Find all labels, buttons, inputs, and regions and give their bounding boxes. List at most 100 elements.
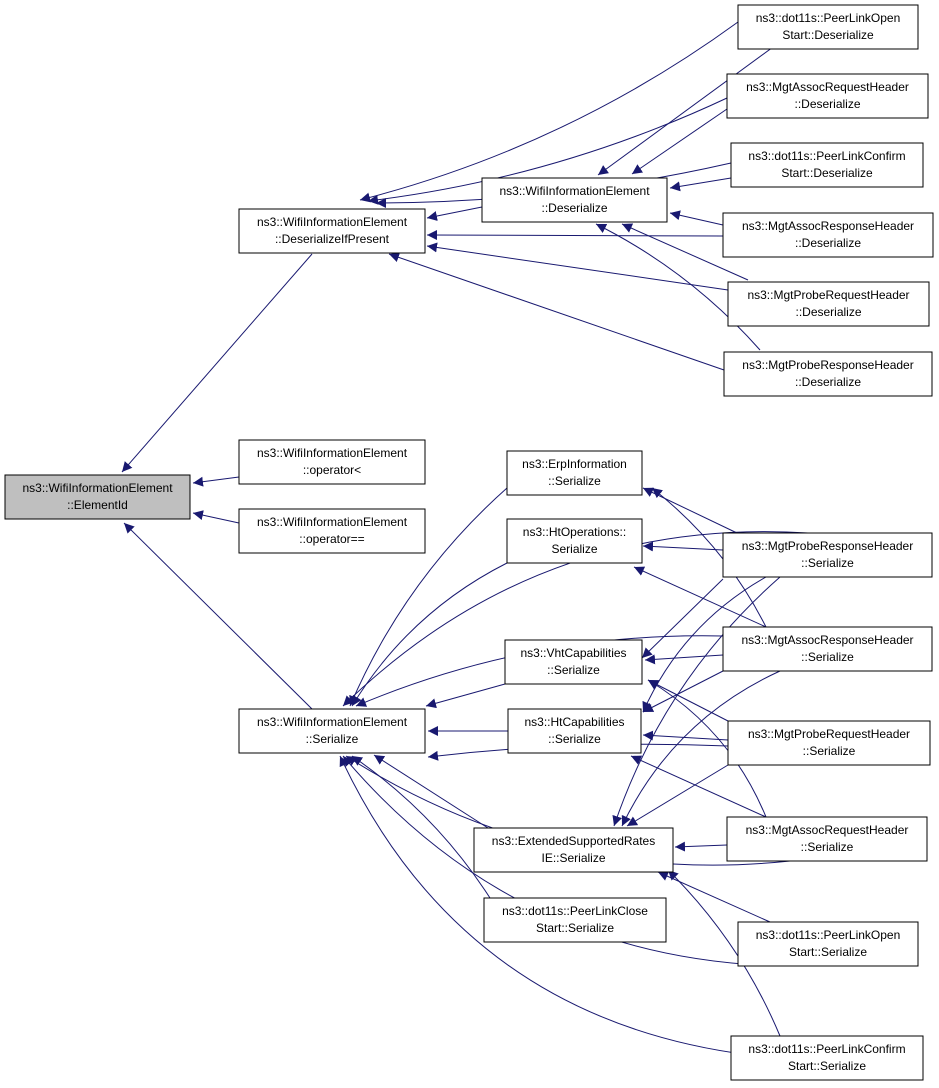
node-label-line: ns3::MgtProbeResponseHeader [742,539,913,553]
node-label-line: ns3::HtCapabilities [524,715,624,729]
node-label-line: ns3::WifiInformationElement [257,215,408,229]
node-label-line: ::Serialize [801,556,854,570]
node-operator-less[interactable]: ns3::WifiInformationElement::operator< [238,439,426,485]
node-label-line: ns3::dot11s::PeerLinkConfirm [748,149,905,163]
edge-operator-eq-to-element-id [192,510,240,524]
node-assocreq-deserialize[interactable]: ns3::MgtAssocRequestHeader::Deserialize [726,73,929,119]
node-probereq-serialize[interactable]: ns3::MgtProbeRequestHeader::Serialize [727,720,931,766]
node-label-line: ns3::ExtendedSupportedRates [492,834,655,848]
node-box [238,439,426,485]
node-label-line: ns3::WifiInformationElement [499,184,650,198]
node-box [730,1035,924,1081]
edge-plconfirm-deserialize-to-wie-deserialize [669,177,732,192]
edge-plopen-deserialize-to-wie-deserialize [597,41,781,176]
node-box [483,897,667,943]
node-box [727,720,931,766]
edge-assocresp-serialize-to-htops-serialize [633,566,767,628]
edge-probereq-serialize-to-htcap-serialize [642,730,729,741]
node-assocresp-serialize[interactable]: ns3::MgtAssocResponseHeader::Serialize [722,626,933,672]
node-plconfirm-deserialize[interactable]: ns3::dot11s::PeerLinkConfirmStart::Deser… [730,142,924,188]
edge-assocreq-serialize-to-extrates-serialize [674,841,728,852]
edge-probereq-serialize-to-extrates-serialize [626,764,729,827]
edge-erp-serialize-to-wie-serialize [349,487,508,707]
node-label-line: ns3::HtOperations:: [523,525,626,539]
edge-assocresp-serialize-to-vht-serialize [644,654,724,665]
node-label-line: ns3::dot11s::PeerLinkOpen [756,928,901,942]
edge-plclose-serialize-to-wie-serialize [351,755,491,899]
node-box [506,450,643,496]
edge-probereq-deserialize-to-wie-deserialize [621,223,749,281]
node-label-line: ::Deserialize [795,305,861,319]
node-box [722,626,933,672]
node-box [238,208,426,254]
node-erp-serialize[interactable]: ns3::ErpInformation::Serialize [506,450,643,496]
node-htops-serialize[interactable]: ns3::HtOperations::Serialize [506,518,643,564]
edge-wie-serialize-to-element-id [123,522,313,710]
node-box [722,212,934,258]
node-element-id[interactable]: ns3::WifiInformationElement::ElementId [4,474,191,520]
node-label-line: ::Deserialize [541,201,607,215]
node-box [507,708,642,754]
node-label-line: ns3::ErpInformation [522,457,627,471]
node-label-line: ::Serialize [801,840,854,854]
node-label-line: ns3::MgtProbeResponseHeader [742,358,913,372]
edge-extrates-serialize-to-wie-serialize [373,754,489,829]
edge-plopen-deserialize-to-deserialize-if-present [359,21,739,203]
node-deserialize-if-present[interactable]: ns3::WifiInformationElement::Deserialize… [238,208,426,254]
edge-proberesp-serialize-to-vht-serialize [641,578,724,659]
edge-probereq-serialize-to-vht-serialize [647,679,729,722]
node-label-line: ::Serialize [548,474,601,488]
node-label-line: ns3::WifiInformationElement [22,481,173,495]
edge-proberesp-serialize-to-erp-serialize [642,487,738,534]
node-plconfirm-serialize[interactable]: ns3::dot11s::PeerLinkConfirmStart::Seria… [730,1035,924,1081]
nodes-layer: ns3::WifiInformationElement::ElementIdns… [4,4,934,1081]
node-wie-deserialize[interactable]: ns3::WifiInformationElement::Deserialize [481,177,668,223]
node-label-line: ns3::dot11s::PeerLinkOpen [756,11,901,25]
node-operator-eq[interactable]: ns3::WifiInformationElement::operator== [238,508,426,554]
node-label-line: ns3::dot11s::PeerLinkConfirm [748,1042,905,1056]
edge-plconfirm-serialize-to-wie-serialize [339,755,751,1056]
node-label-line: ::Serialize [547,663,600,677]
node-htcap-serialize[interactable]: ns3::HtCapabilities::Serialize [507,708,642,754]
node-label-line: ns3::VhtCapabilities [520,646,626,660]
node-plopen-serialize[interactable]: ns3::dot11s::PeerLinkOpenStart::Serializ… [737,921,919,967]
node-label-line: ns3::MgtProbeRequestHeader [747,288,909,302]
edge-proberesp-deserialize-to-wie-deserialize [595,223,761,351]
node-vht-serialize[interactable]: ns3::VhtCapabilities::Serialize [504,639,643,685]
node-plopen-deserialize[interactable]: ns3::dot11s::PeerLinkOpenStart::Deserial… [737,4,919,50]
node-box [473,827,674,873]
edge-deserialize-if-present-to-element-id [121,253,313,473]
node-box [723,351,933,397]
node-label-line: Start::Serialize [789,945,867,959]
node-label-line: ns3::WifiInformationElement [257,515,408,529]
edges-layer [121,21,809,1056]
node-assocreq-serialize[interactable]: ns3::MgtAssocRequestHeader::Serialize [726,816,928,862]
node-box [737,4,919,50]
node-label-line: ns3::MgtProbeRequestHeader [748,727,910,741]
node-proberesp-deserialize[interactable]: ns3::MgtProbeResponseHeader::Deserialize [723,351,933,397]
node-label-line: ns3::MgtAssocRequestHeader [746,823,909,837]
node-probereq-deserialize[interactable]: ns3::MgtProbeRequestHeader::Deserialize [727,281,930,327]
edge-vht-serialize-to-wie-serialize [425,683,506,709]
node-label-line: ns3::WifiInformationElement [257,715,408,729]
node-label-line: ::Deserialize [794,97,860,111]
edge-assocreq-serialize-to-vht-serialize [647,679,767,818]
node-label-line: ::operator< [303,463,361,477]
node-box [481,177,668,223]
node-label-line: Start::Serialize [536,921,614,935]
edge-assocresp-serialize-to-extrates-serialize [621,670,781,827]
node-box [4,474,191,520]
node-label-line: ns3::MgtAssocRequestHeader [746,80,909,94]
edge-assocresp-serialize-to-htcap-serialize [642,670,724,713]
node-box [238,508,426,554]
edge-assocreq-serialize-to-htcap-serialize [630,755,767,818]
node-plclose-serialize[interactable]: ns3::dot11s::PeerLinkCloseStart::Seriali… [483,897,667,943]
node-assocresp-deserialize[interactable]: ns3::MgtAssocResponseHeader::Deserialize [722,212,934,258]
node-proberesp-serialize[interactable]: ns3::MgtProbeResponseHeader::Serialize [722,532,933,578]
node-label-line: ::operator== [299,532,364,546]
node-label-line: Start::Deserialize [782,28,874,42]
node-box [730,142,924,188]
node-wie-serialize[interactable]: ns3::WifiInformationElement::Serialize [238,708,426,754]
